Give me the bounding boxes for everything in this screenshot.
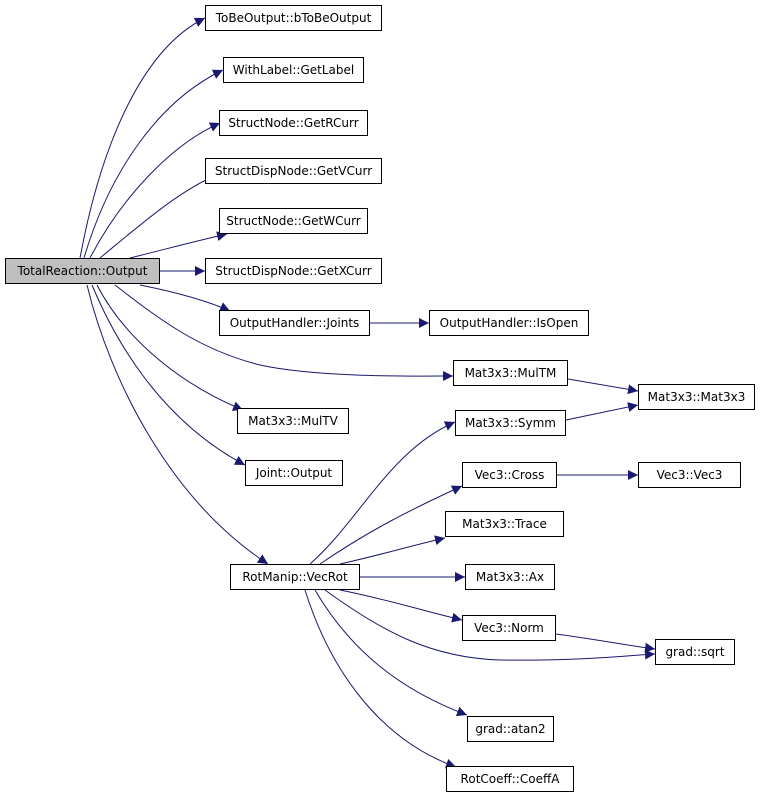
edge-root-getrcurr	[89, 122, 221, 259]
node-vec3-vec3[interactable]: Vec3::Vec3	[638, 462, 741, 488]
edge-root-joints	[139, 284, 231, 312]
node-mat3x3-symm[interactable]: Mat3x3::Symm	[455, 410, 566, 436]
edge-vecrot-symm	[309, 421, 456, 565]
node-grad-atan2[interactable]: grad::atan2	[467, 716, 554, 742]
edge-vecrot-cross	[319, 485, 463, 565]
node-joint-output[interactable]: Joint::Output	[245, 460, 343, 486]
edge-root-getwcurr	[129, 231, 228, 259]
edge-root-multv	[96, 284, 244, 411]
edge-vecrot-atan2	[314, 589, 468, 717]
node-struct-disp-node-get-v-curr[interactable]: StructDispNode::GetVCurr	[205, 158, 382, 184]
node-output-handler-joints[interactable]: OutputHandler::Joints	[219, 310, 370, 336]
node-struct-node-get-r-curr[interactable]: StructNode::GetRCurr	[219, 110, 368, 136]
node-struct-disp-node-get-x-curr[interactable]: StructDispNode::GetXCurr	[205, 258, 382, 284]
edge-root-vecrot	[86, 284, 269, 565]
node-rot-manip-vec-rot[interactable]: RotManip::VecRot	[230, 564, 360, 590]
edge-multm-mat3x3	[567, 378, 639, 395]
edge-root-getvcurr	[99, 174, 218, 259]
node-rot-coeff-coeff-a[interactable]: RotCoeff::CoeffA	[446, 766, 574, 792]
node-with-label-get-label[interactable]: WithLabel::GetLabel	[223, 57, 364, 83]
edge-root-multm	[114, 284, 454, 382]
edge-symm-mat3x3	[565, 402, 639, 421]
edge-vecrot-coeffa	[304, 589, 457, 769]
edge-vecrot-norm	[339, 589, 463, 623]
edge-norm-sqrt	[555, 633, 656, 653]
node-struct-node-get-w-curr[interactable]: StructNode::GetWCurr	[219, 208, 368, 234]
edge-vecrot-trace	[339, 535, 446, 565]
edge-vecrot-sqrt	[324, 589, 656, 661]
edge-root-tobeoutput	[79, 17, 206, 259]
node-mat3x3-ax[interactable]: Mat3x3::Ax	[465, 564, 555, 590]
node-total-reaction-output[interactable]: TotalReaction::Output	[5, 258, 160, 284]
node-mat3x3-mat3x3[interactable]: Mat3x3::Mat3x3	[638, 384, 755, 410]
node-mat3x3-trace[interactable]: Mat3x3::Trace	[445, 511, 564, 537]
node-vec3-cross[interactable]: Vec3::Cross	[462, 462, 557, 488]
edge-root-withlabel	[83, 69, 224, 259]
node-vec3-norm[interactable]: Vec3::Norm	[462, 615, 556, 641]
node-mat3x3-mul-tm[interactable]: Mat3x3::MulTM	[453, 360, 568, 386]
edge-root-jointoutput	[91, 284, 246, 466]
node-output-handler-is-open[interactable]: OutputHandler::IsOpen	[429, 310, 589, 336]
node-to-be-output-b-to-be-output[interactable]: ToBeOutput::bToBeOutput	[205, 5, 382, 31]
node-mat3x3-mul-tv[interactable]: Mat3x3::MulTV	[237, 408, 349, 434]
node-grad-sqrt[interactable]: grad::sqrt	[655, 639, 735, 665]
